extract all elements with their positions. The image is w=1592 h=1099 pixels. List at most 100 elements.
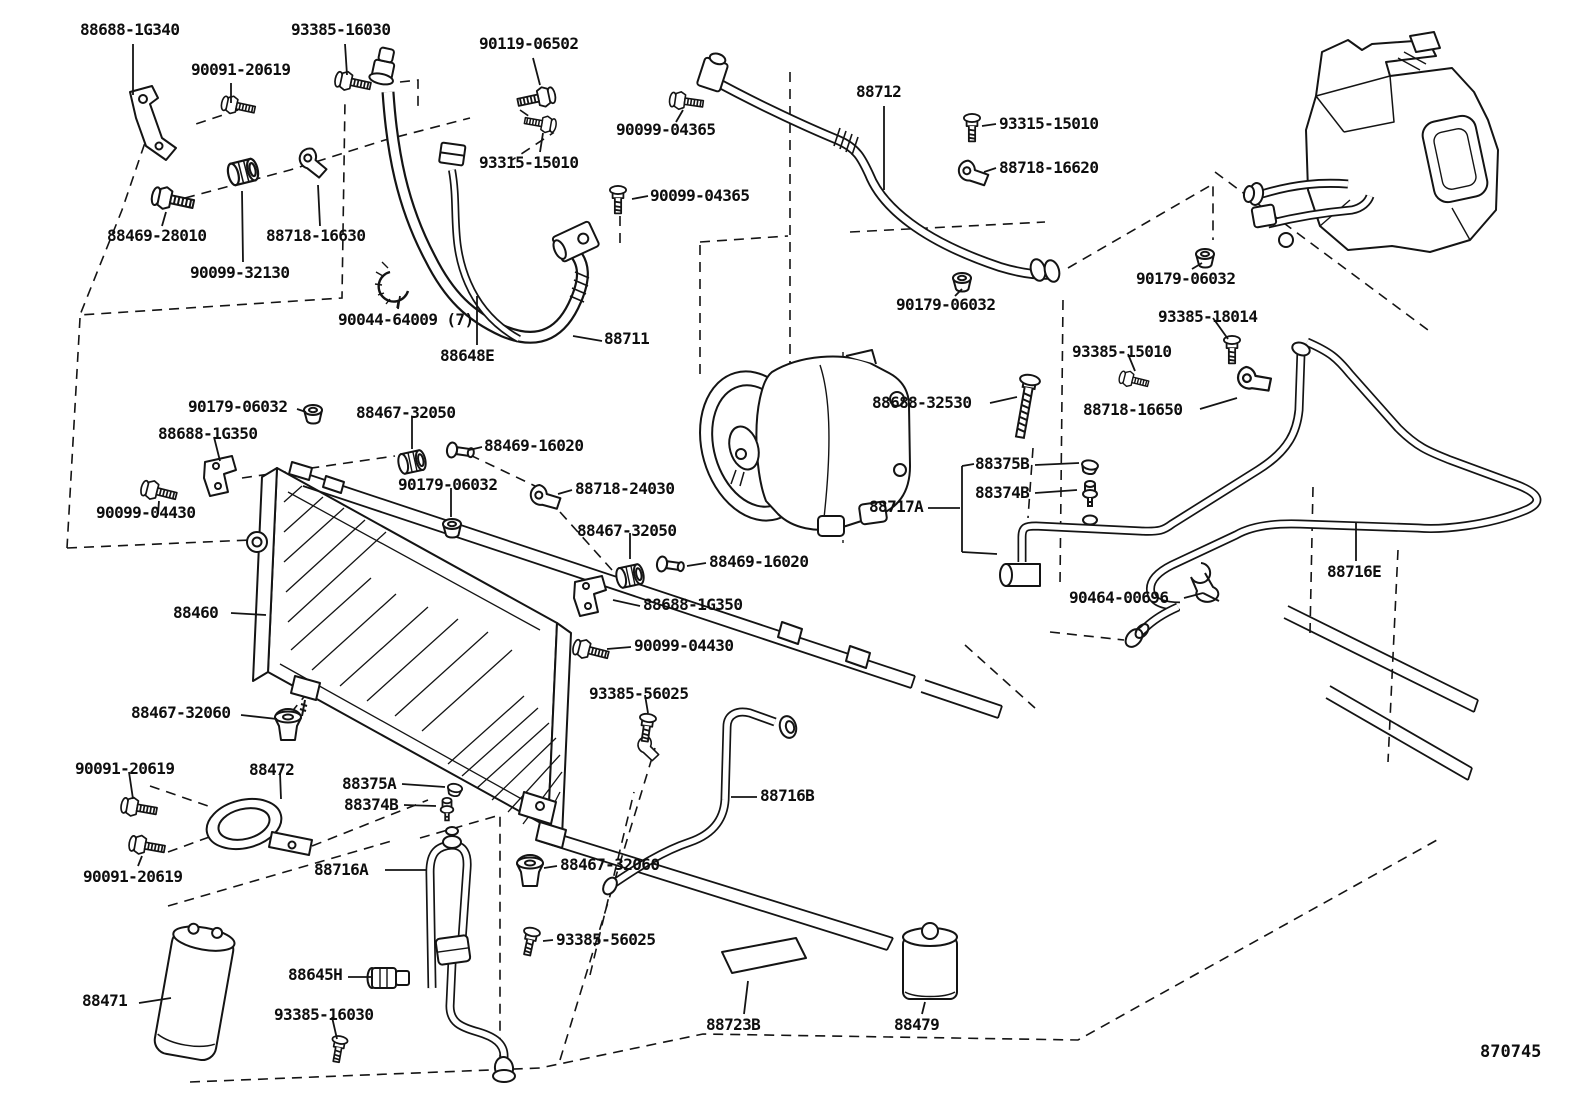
part-label: 93385-56025 bbox=[589, 684, 689, 703]
clamp-88718-16630 bbox=[294, 145, 332, 180]
discharge-hose-88712 bbox=[710, 75, 1059, 280]
part-label: 90179-06032 bbox=[896, 295, 996, 314]
part-label: 88718-16620 bbox=[999, 158, 1099, 177]
part-label: 88375B bbox=[975, 454, 1030, 473]
part-label: 88718-16630 bbox=[266, 226, 366, 245]
collar-90099-32130 bbox=[224, 156, 262, 188]
part-label: 88467-32050 bbox=[577, 521, 677, 540]
liquid-pipe-88716b bbox=[610, 707, 777, 888]
bolt-93385-56025 bbox=[635, 711, 658, 744]
condenser-drawing bbox=[246, 461, 1003, 951]
part-label: 88469-16020 bbox=[709, 552, 809, 571]
liquid-pipe-88716e bbox=[1135, 337, 1542, 638]
bolt-88469-28010 bbox=[148, 183, 197, 216]
nut-90179-06032-4 bbox=[442, 518, 462, 539]
part-label: 88469-28010 bbox=[107, 226, 207, 245]
part-label: 90099-04365 bbox=[650, 186, 750, 205]
bolt-90099-04365 bbox=[667, 89, 705, 114]
valve-88374b-2 bbox=[439, 797, 455, 822]
part-label: 88688-1G350 bbox=[158, 424, 258, 443]
part-label: 90091-20619 bbox=[191, 60, 291, 79]
nut-90179-06032 bbox=[952, 272, 972, 293]
bolt-90099-04430-2 bbox=[570, 636, 612, 665]
part-label: 90091-20619 bbox=[83, 867, 183, 886]
part-label: 88716A bbox=[314, 860, 369, 879]
part-label: 88688-32530 bbox=[872, 393, 972, 412]
part-label: 88467-32060 bbox=[560, 855, 660, 874]
part-label: 90091-20619 bbox=[75, 759, 175, 778]
bolt-93385-16030-2 bbox=[327, 1034, 350, 1064]
clamp-88718-16620 bbox=[957, 157, 991, 189]
bolt-88688-32530 bbox=[1014, 373, 1041, 439]
part-label: 90044-64009 (7) bbox=[338, 310, 474, 329]
hvac-unit-drawing bbox=[1305, 31, 1499, 253]
clamp-88718-16650 bbox=[1234, 360, 1275, 399]
stud-88469-16020-2 bbox=[655, 554, 686, 576]
cap-88375b bbox=[1079, 458, 1100, 477]
label-sticker-88723b bbox=[721, 937, 807, 974]
part-label: 93385-16030 bbox=[274, 1005, 374, 1024]
figure-number: 870745 bbox=[1480, 1042, 1542, 1062]
bolt-93315-15010 bbox=[522, 111, 559, 135]
part-label: 88472 bbox=[249, 760, 295, 779]
part-label: 90099-04430 bbox=[96, 503, 196, 522]
part-label: 90119-06502 bbox=[479, 34, 579, 53]
part-label: 93315-15010 bbox=[999, 114, 1099, 133]
drier-bottle-88479 bbox=[902, 922, 958, 1000]
part-label: 93385-56025 bbox=[556, 930, 656, 949]
receiver-drier-88471 bbox=[153, 922, 236, 1062]
dashed-reference-lines bbox=[66, 72, 1438, 1083]
part-label: 90179-06032 bbox=[1136, 269, 1236, 288]
bolt-93385-18014 bbox=[1223, 335, 1241, 365]
part-label: 90464-00696 bbox=[1069, 588, 1169, 607]
part-label: 88479 bbox=[894, 1015, 940, 1034]
suction-hose-88711 bbox=[381, 91, 590, 344]
part-label: 88375A bbox=[342, 774, 397, 793]
part-label: 90179-06032 bbox=[188, 397, 288, 416]
cushion-88467-32050-2 bbox=[613, 562, 647, 590]
part-label: 88711 bbox=[604, 329, 650, 348]
bolt-90099-04365-2 bbox=[609, 185, 627, 215]
bolt-90091-20619-2 bbox=[118, 794, 159, 822]
part-label: 93385-15010 bbox=[1072, 342, 1172, 361]
part-label: 88718-16650 bbox=[1083, 400, 1183, 419]
part-label: 88716B bbox=[760, 786, 815, 805]
part-label: 90099-04365 bbox=[616, 120, 716, 139]
plug-88467-32060-2 bbox=[516, 854, 544, 887]
compressor-drawing bbox=[699, 349, 911, 537]
bolt-93385-56025-2 bbox=[518, 925, 542, 958]
bolt-90119-06502 bbox=[515, 83, 559, 113]
part-label: 90179-06032 bbox=[398, 475, 498, 494]
part-label: 93385-18014 bbox=[1158, 307, 1258, 326]
part-label: 90099-32130 bbox=[190, 263, 290, 282]
evaporator-tubes bbox=[1260, 178, 1375, 229]
leader-lines bbox=[128, 43, 1357, 1040]
bracket-88688-1g350 bbox=[203, 455, 607, 617]
part-label: 88374B bbox=[975, 483, 1030, 502]
sensor-88645h bbox=[366, 967, 410, 989]
liquid-pipe-88717a bbox=[1017, 351, 1306, 562]
bolt-90091-20619 bbox=[219, 93, 258, 120]
part-label: 90099-04430 bbox=[634, 636, 734, 655]
pipe-fittings bbox=[368, 46, 1311, 1083]
part-label: 93385-16030 bbox=[291, 20, 391, 39]
part-label: 88648E bbox=[440, 346, 495, 365]
cap-88375a bbox=[445, 781, 464, 799]
bolt-93385-16030 bbox=[332, 68, 374, 97]
valve-88374b bbox=[1082, 480, 1098, 507]
part-label: 88688-1G350 bbox=[643, 595, 743, 614]
part-label: 88717A bbox=[869, 497, 924, 516]
part-label: 88471 bbox=[82, 991, 128, 1010]
part-label: 88712 bbox=[856, 82, 902, 101]
part-label: 88467-32050 bbox=[356, 403, 456, 422]
part-label: 93315-15010 bbox=[479, 153, 579, 172]
part-label: 88718-24030 bbox=[575, 479, 675, 498]
bracket-88688-1g340 bbox=[129, 85, 177, 161]
bolt-93385-15010 bbox=[1117, 368, 1151, 392]
bolt-93315-15010-2 bbox=[963, 113, 981, 143]
bracket-88472 bbox=[205, 797, 313, 856]
part-label: 88716E bbox=[1327, 562, 1382, 581]
plug-88467-32060 bbox=[274, 708, 302, 741]
clamp-88718-24030 bbox=[528, 481, 563, 514]
